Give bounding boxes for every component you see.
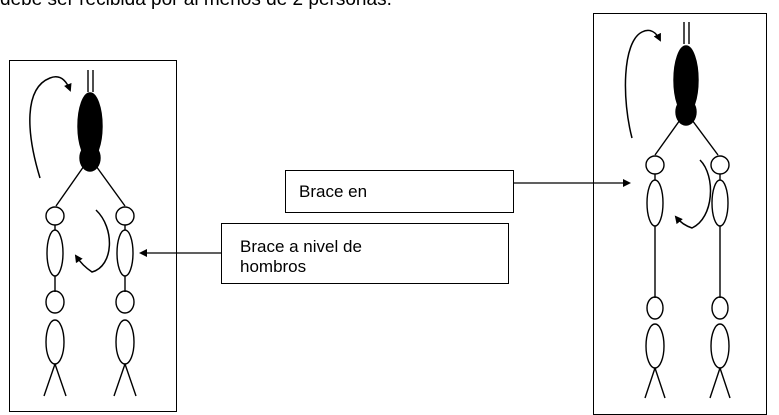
page-top-text: debe ser recibida por al menos de 2 pers… xyxy=(0,0,392,12)
label-lower-text-line2: hombros xyxy=(240,257,307,276)
left-flyer-figure xyxy=(55,70,126,207)
right-base-1 xyxy=(644,155,666,399)
right-rotation-arrow-inner xyxy=(674,159,712,229)
label-lower-text-line1: Brace a nivel de xyxy=(240,237,362,256)
left-rotation-arrow-outer xyxy=(29,76,72,179)
left-base-1 xyxy=(43,206,67,397)
left-base-2 xyxy=(113,206,137,397)
left-rotation-arrow-inner xyxy=(74,209,111,273)
right-flyer-figure xyxy=(654,22,719,156)
label-box-upper: Brace en xyxy=(285,170,514,213)
left-figure-frame xyxy=(9,60,177,412)
right-base-2 xyxy=(709,155,731,399)
label-upper-text: Brace en xyxy=(299,182,368,201)
label-box-lower: Brace a nivel de hombros xyxy=(221,223,509,284)
right-rotation-arrow-outer xyxy=(624,29,661,139)
